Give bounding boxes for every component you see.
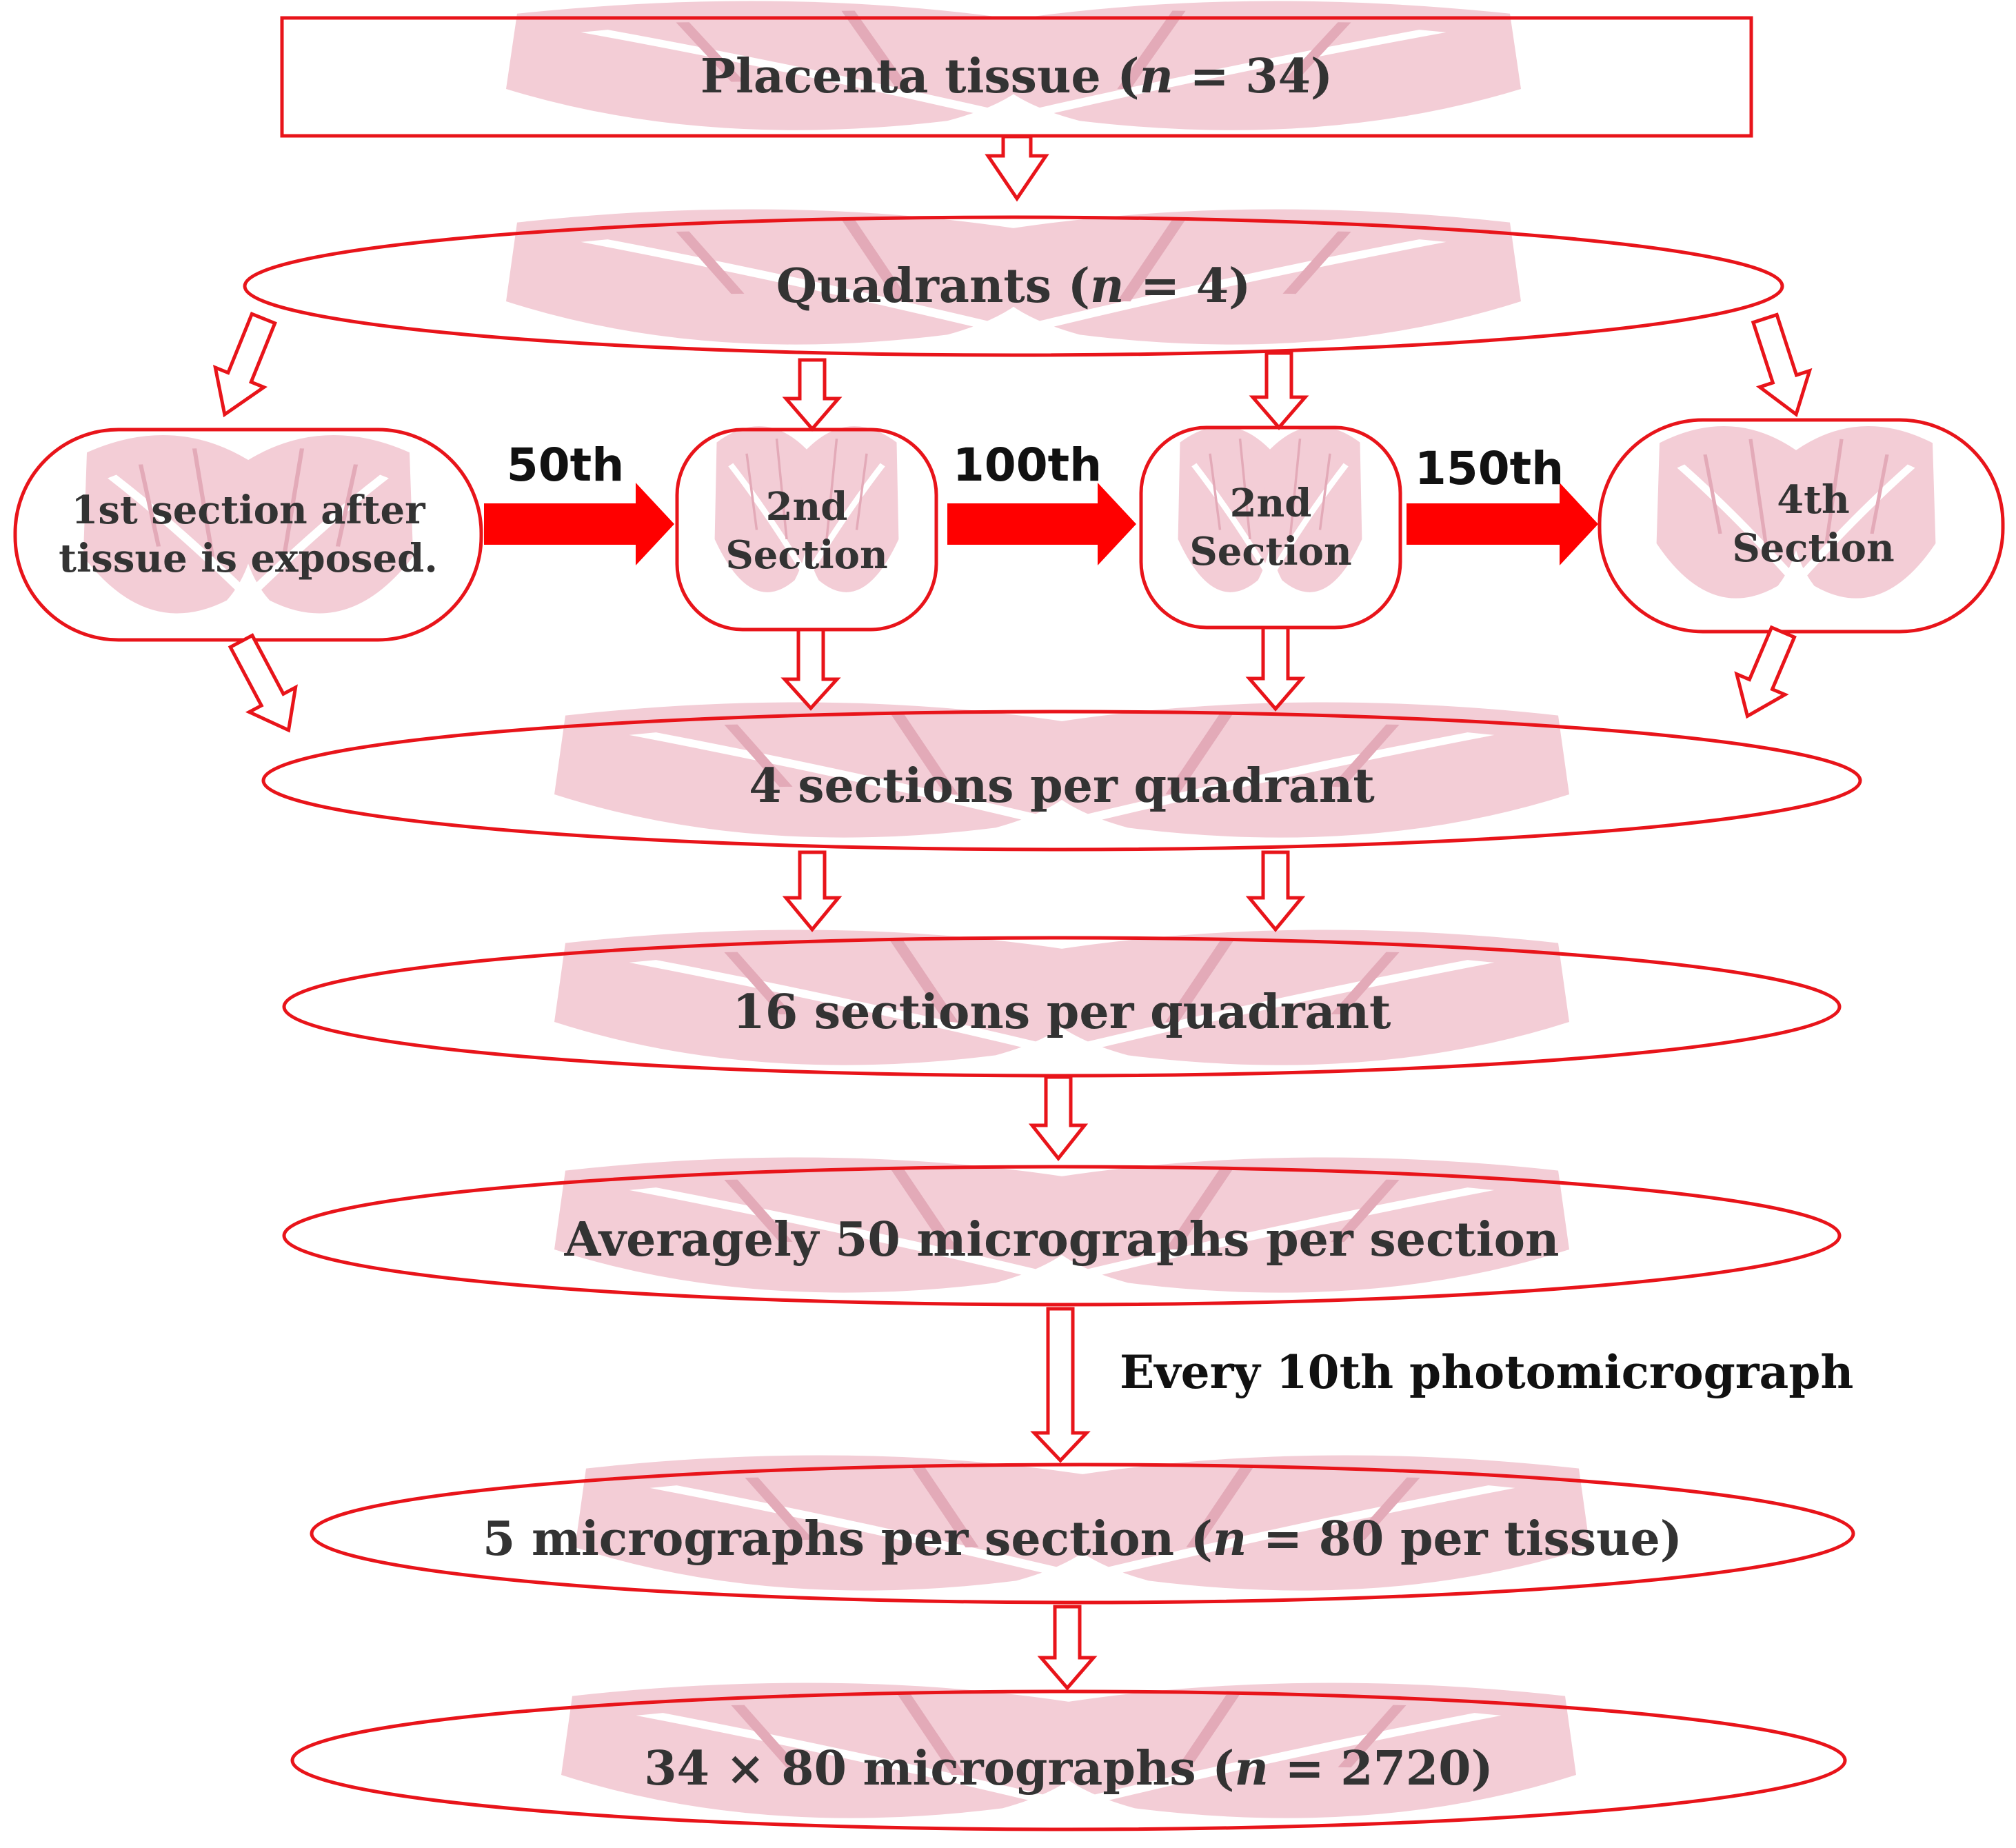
total-ellipse	[290, 1689, 1847, 1831]
down-arrow-q-s4	[1751, 312, 1813, 417]
every-10th-note: Every 10th photomicrograph	[1120, 1345, 1854, 1399]
quadrants-ellipse	[243, 215, 1784, 357]
quadrants-label: Quadrants (n = 4)	[776, 258, 1251, 314]
down-arrow-1	[985, 134, 1049, 202]
down-arrow-s1-s4q	[228, 633, 298, 733]
down-arrow-m5-total	[1037, 1605, 1098, 1691]
down-arrow-q-s2a	[782, 358, 843, 432]
averagely-50-label: Averagely 50 micrographs per section	[564, 1212, 1560, 1267]
edge-label-150th: 150th	[1414, 441, 1564, 495]
down-arrow-s4q-s16a	[782, 850, 843, 932]
section-1-label: 1st section after tissue is exposed.	[59, 488, 438, 581]
down-arrow-q-s1	[212, 312, 277, 418]
section-2a-label: 2nd Section	[725, 484, 888, 578]
sections-4-ellipse	[261, 710, 1862, 852]
sections-4-label: 4 sections per quadrant	[749, 758, 1375, 814]
total-label: 34 × 80 micrographs (n = 2720)	[644, 1740, 1493, 1796]
micrographs-5-label: 5 micrographs per section (n = 80 per ti…	[483, 1511, 1682, 1567]
down-arrow-s4-s4q	[1734, 625, 1797, 719]
down-arrow-q-s2b	[1249, 351, 1309, 430]
micrographs-5-ellipse	[310, 1463, 1855, 1605]
down-arrow-s2b-s4q	[1245, 625, 1306, 712]
sections-16-label: 16 sections per quadrant	[732, 984, 1391, 1040]
section-4-label: 4th Section	[1732, 477, 1895, 571]
down-arrow-s16-avg	[1028, 1075, 1089, 1162]
section-2b-label: 2nd Section	[1189, 481, 1352, 574]
averagely-50-ellipse	[282, 1165, 1842, 1307]
placenta-tissue-label: Placenta tissue (n = 34)	[700, 49, 1333, 104]
edge-label-100th: 100th	[952, 438, 1102, 492]
solid-arrow-50th	[484, 483, 674, 565]
down-arrow-s4q-s16b	[1245, 850, 1306, 932]
down-arrow-avg-m5	[1030, 1307, 1091, 1463]
solid-arrow-100th	[947, 483, 1136, 565]
section-4-box	[1597, 418, 2005, 634]
down-arrow-s2a-s4q	[780, 627, 841, 711]
solid-arrow-150th	[1407, 483, 1598, 565]
edge-label-50th: 50th	[506, 438, 625, 492]
